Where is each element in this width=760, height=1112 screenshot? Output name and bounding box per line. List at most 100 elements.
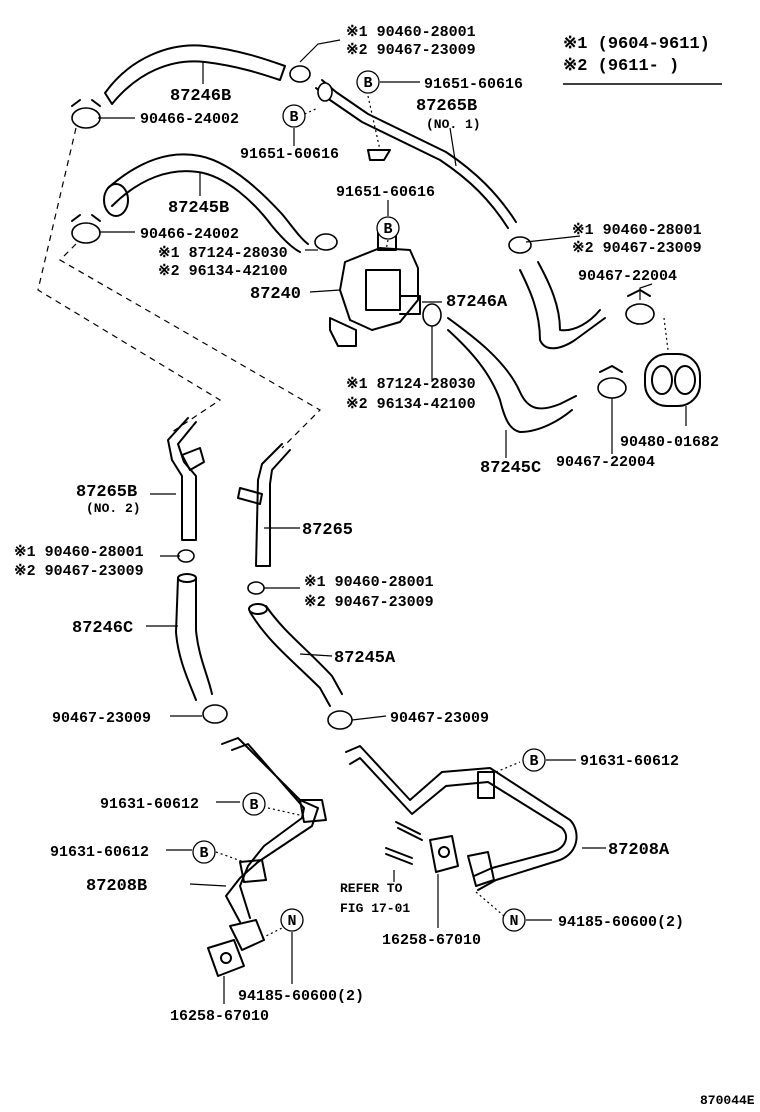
clamp-90466-top-tabs (71, 99, 101, 107)
part-drawings (37, 44, 701, 977)
pipe-bracket-top (367, 149, 391, 161)
pipe-87265b-no1 (315, 79, 517, 229)
gasket-right-hole (438, 846, 450, 858)
pipe-87208b-flange (229, 919, 265, 951)
label-pipe-87265b-no2-sub: (NO. 2) (86, 501, 141, 516)
callout-b-4 (522, 748, 546, 772)
hose-87245c (447, 317, 577, 433)
callout-n-2 (280, 908, 304, 932)
clamp-23009-left (202, 704, 228, 724)
label-hose-87245c: 87245C (480, 459, 541, 478)
grommet-90480 (644, 353, 701, 407)
clamp-23009-right (327, 710, 353, 730)
label-clamp-90466-top: 90466-24002 (140, 111, 239, 128)
pipe-87208a-bracket (477, 771, 495, 799)
label-right-clamp-b: ※2 90467-23009 (572, 240, 702, 257)
stud-lower (385, 847, 413, 865)
label-nut-left: 94185-60600(2) (238, 988, 364, 1005)
label-pipe-87208a: 87208A (608, 841, 670, 860)
label-b-91651-top-right: 91651-60616 (424, 76, 523, 93)
label-hose-87246c: 87246C (72, 619, 133, 638)
hose-87245b-end (103, 183, 129, 217)
part-labels: ※1 90460-28001 ※2 90467-23009 87246B 904… (14, 24, 755, 1108)
clamp-22004-top (625, 303, 655, 325)
callout-b-1-text: B (363, 75, 372, 92)
pipe-87265b-no2 (167, 417, 197, 541)
label-left-clamp-b: ※2 90467-23009 (14, 563, 144, 580)
clamp-22004-bot (597, 377, 627, 399)
gasket-16258-right (429, 835, 459, 873)
callout-n-2-text: N (287, 913, 296, 930)
pipe-87265b-no2-bracket (181, 447, 205, 471)
label-top-clamp-a: ※1 90460-28001 (346, 24, 476, 41)
callout-n-1 (502, 908, 526, 932)
label-pipe-87265b-no1: 87265B (416, 97, 477, 116)
label-right-clamp-a: ※1 90460-28001 (572, 222, 702, 239)
clamp-22004-bot-tab (599, 365, 623, 373)
route-dash-left (37, 127, 222, 433)
callout-b-3 (376, 216, 400, 240)
hose-87246b (104, 44, 286, 105)
hose-87245a-end (248, 603, 268, 615)
label-clamp-23009-left: 90467-23009 (52, 710, 151, 727)
pipe-87208b-bracket-top (299, 799, 327, 823)
label-pipe-87265b-no1-sub: (NO. 1) (426, 117, 481, 132)
label-b-91651-left: 91651-60616 (240, 146, 339, 163)
label-b-91631-left-a: 91631-60612 (100, 796, 199, 813)
stud-upper (395, 821, 423, 841)
legend-row-2: ※2 (9611- ) (563, 57, 679, 76)
gasket-left-hole (220, 952, 232, 964)
clamp-87124-a (314, 233, 338, 251)
clamp-right-hose-top (508, 236, 532, 254)
label-refer-line1: REFER TO (340, 881, 403, 896)
label-left-clamp-a: ※1 90460-28001 (14, 544, 144, 561)
label-mid-clamp-a: ※1 90460-28001 (304, 574, 434, 591)
label-grommet-90480: 90480-01682 (620, 434, 719, 451)
grommet-guide (663, 317, 669, 351)
label-clamp-96134-a2: ※2 96134-42100 (158, 263, 288, 280)
clamp-90466-mid (71, 222, 101, 244)
label-hose-87246b: 87246B (170, 87, 231, 106)
gasket-16258-left (207, 939, 245, 977)
label-b-91631-left-b: 91631-60612 (50, 844, 149, 861)
callout-b-5-text: B (249, 797, 258, 814)
route-dash-mid (59, 243, 321, 449)
callout-b-5 (242, 792, 266, 816)
hose-87245b (107, 153, 309, 253)
legend-row-1: ※1 (9604-9611) (563, 35, 710, 54)
label-b-91631-right: 91631-60612 (580, 753, 679, 770)
callout-b-4-text: B (529, 753, 538, 770)
callout-b-1 (356, 70, 380, 94)
figure-id: 870044E (700, 1093, 755, 1108)
label-mid-clamp-b: ※2 90467-23009 (304, 594, 434, 611)
hose-87245a (249, 605, 343, 707)
legend: ※1 (9604-9611) ※2 (9611- ) (563, 35, 722, 85)
hose-87246c-end (177, 573, 197, 583)
valve-87240 (329, 227, 421, 347)
callout-circles: B B B B B B N N (192, 70, 546, 932)
label-valve-87240: 87240 (250, 285, 301, 304)
label-clamp-87124-b1: ※1 87124-28030 (346, 376, 476, 393)
clamp-mid-small (247, 581, 265, 595)
clamp-22004-top-tab (627, 289, 651, 297)
pipe-87208b (221, 737, 319, 923)
label-refer-line2: FIG 17-01 (340, 901, 410, 916)
label-b-91651-mid: 91651-60616 (336, 184, 435, 201)
callout-b-6-text: B (199, 845, 208, 862)
label-clamp-22004-top: 90467-22004 (578, 268, 677, 285)
label-clamp-87124-a1: ※1 87124-28030 (158, 245, 288, 262)
clamp-top-hose (289, 65, 311, 83)
label-clamp-96134-b2: ※2 96134-42100 (346, 396, 476, 413)
label-pipe-87265b-no2: 87265B (76, 483, 137, 502)
pipe-87265b-end (317, 82, 333, 102)
pipe-87265 (255, 443, 291, 567)
callout-b-2-text: B (289, 109, 298, 126)
label-pipe-87208b: 87208B (86, 877, 147, 896)
pipe-87208a-flange (467, 851, 495, 887)
pipe-87208b-bracket-bot (239, 859, 267, 883)
label-clamp-90466-mid: 90466-24002 (140, 226, 239, 243)
leader-lines (98, 39, 687, 1004)
label-hose-87245b: 87245B (168, 199, 229, 218)
clamp-90466-mid-tabs (71, 214, 101, 222)
